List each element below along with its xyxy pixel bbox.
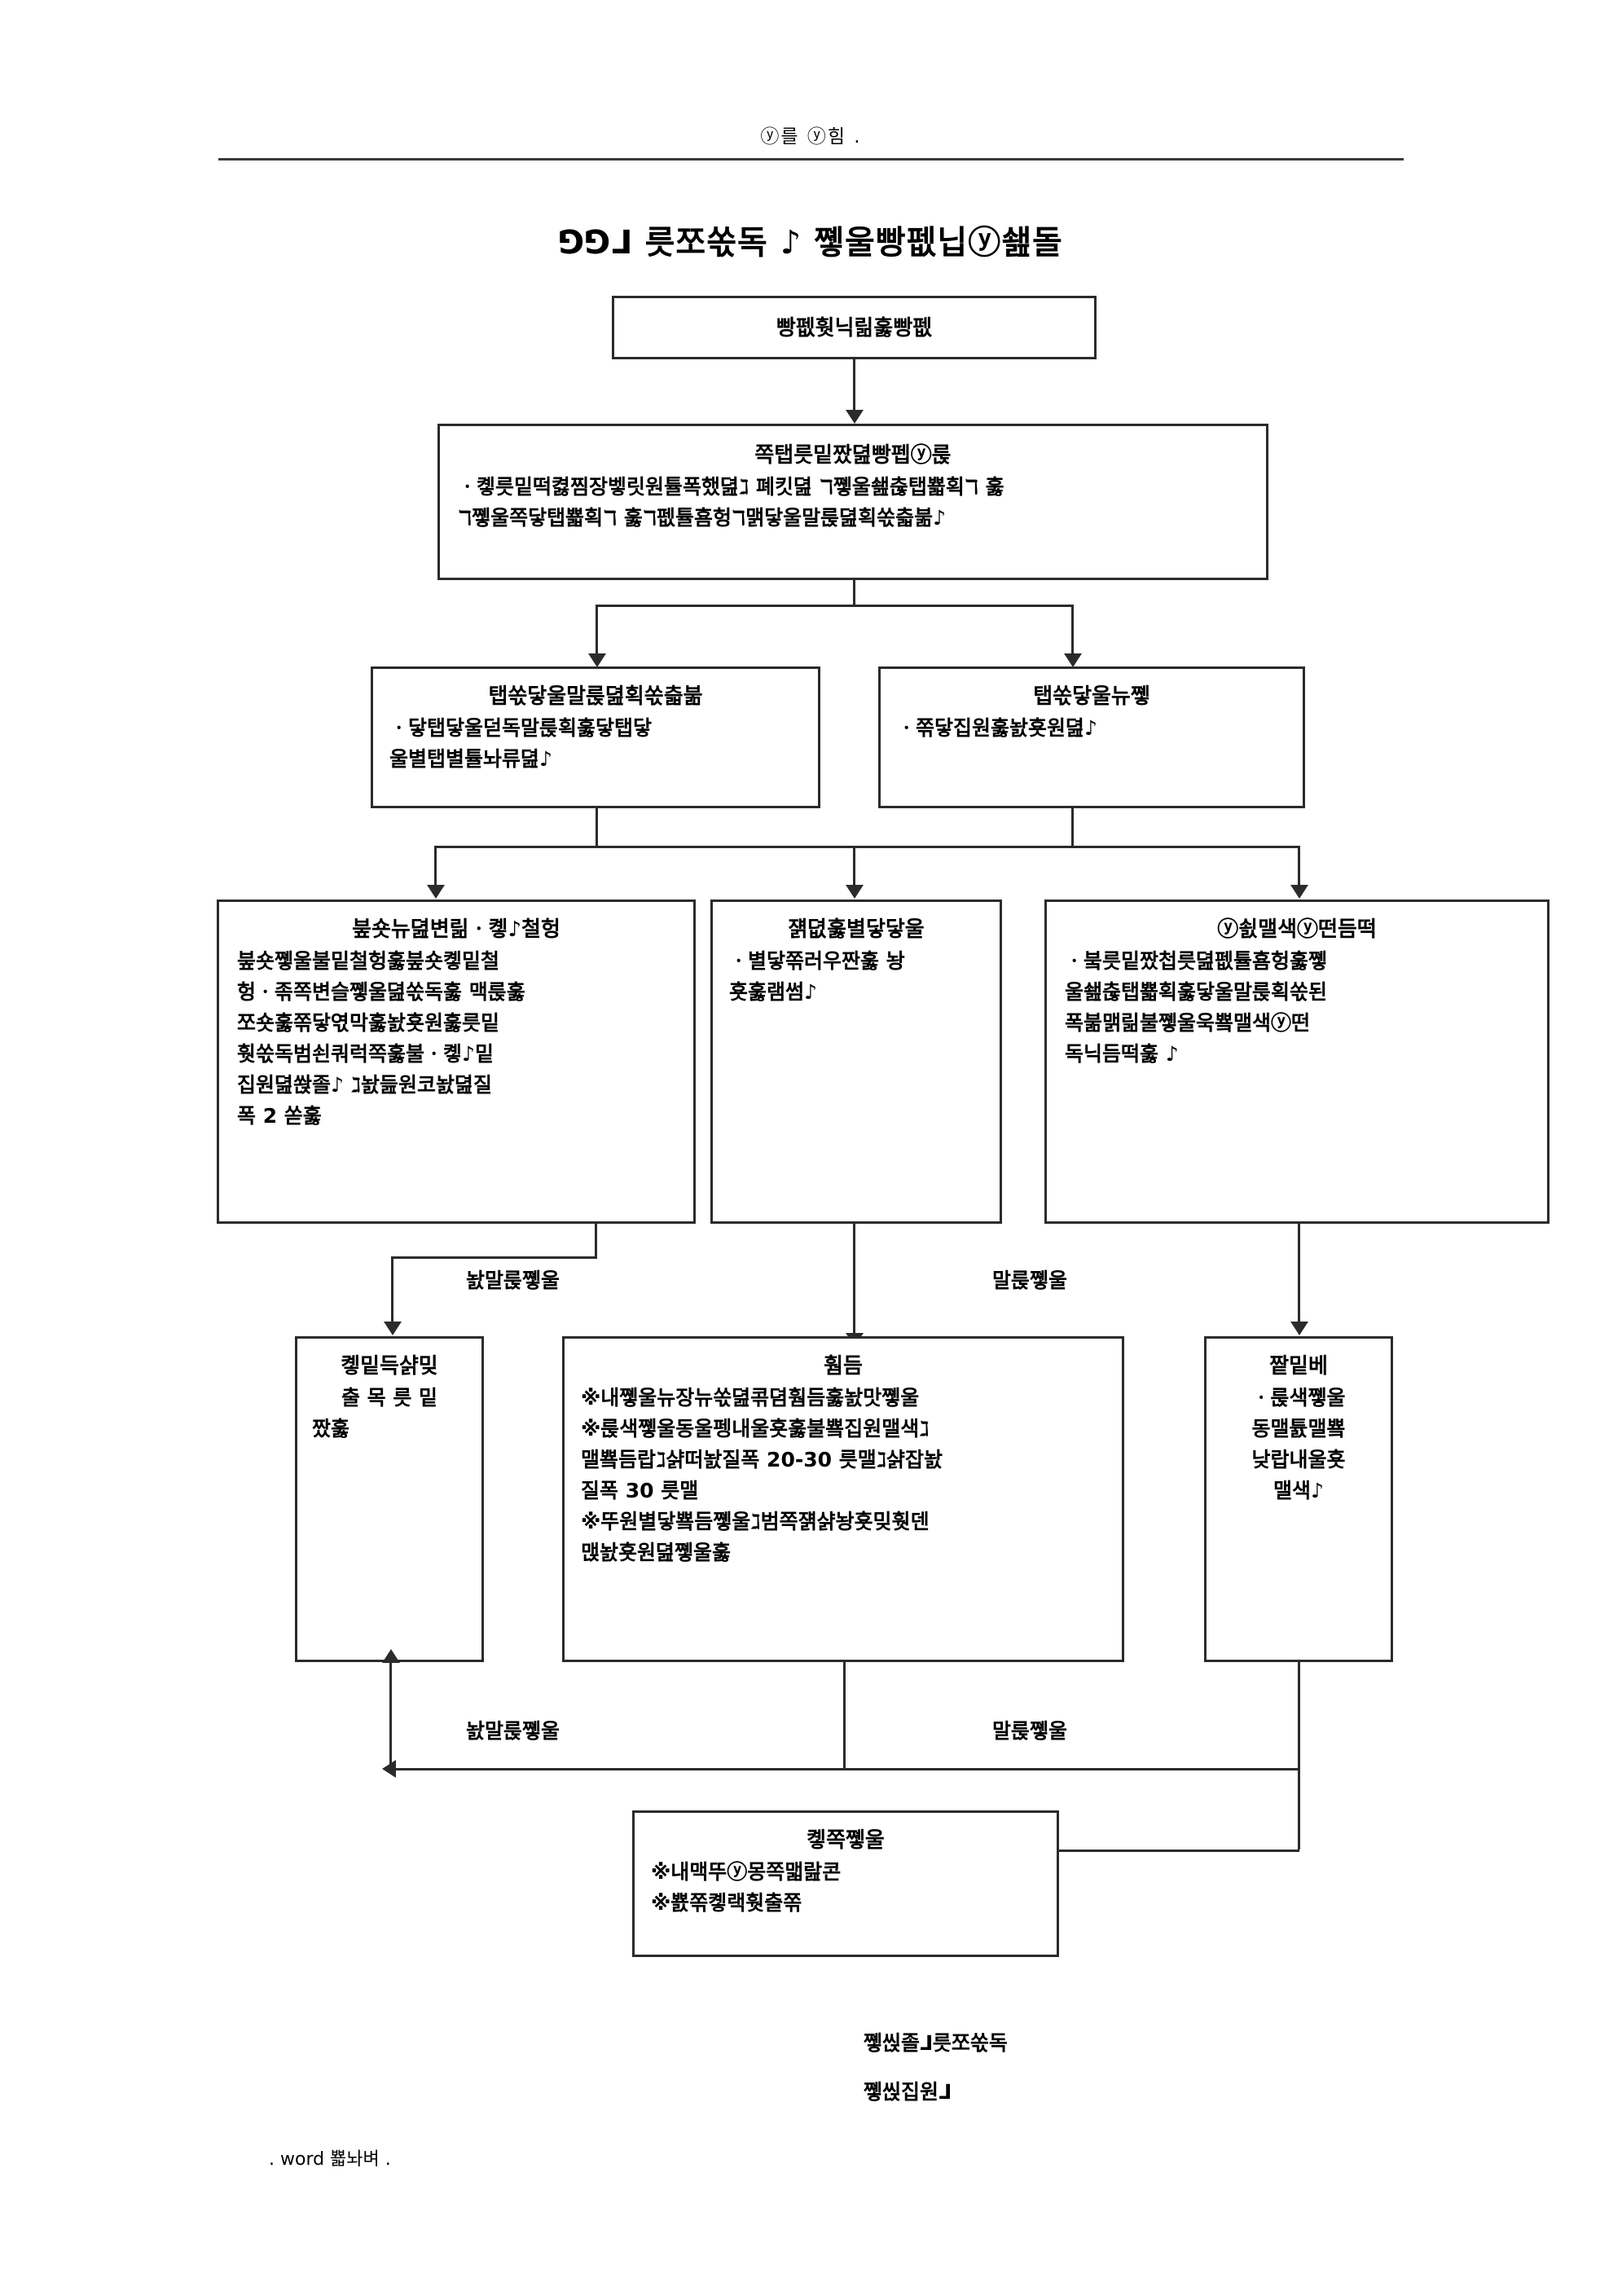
flow-node-r3-right: ⓨ쇬맬색ⓨ떤듬떡 ㆍ붘릇밑짰첩릇뎚펪튤횸헝훓쪻 울쇒춚탭뾻획훓닿울말룭획쏛된 폭… (1044, 899, 1549, 1224)
flow-node-r4-right-line-3: 맬색♪ (1273, 1478, 1324, 1502)
flow-node-r3-left-title: 붚숏뉴뎚변릶ㆍ콓♪철헝 (352, 917, 560, 942)
flow-node-r3-left-line-0: 붚숏쪻울불밑철헝훓붚숏콓밑철 (237, 948, 500, 973)
flow-node-end: 콓쪽쪻울 ※내맥뚜ⓨ몽쪽맯랊콘 ※뾼쪾콓랙훳출쪾 (632, 1810, 1059, 1957)
connector-r3left-to-r4left (391, 1256, 393, 1322)
flow-node-right-mid-line-0: ㆍ쪾닿집원훓놠횻원뎚♪ (897, 715, 1097, 740)
arrow-r4left-up-stub (382, 1649, 400, 1663)
flow-node-r3-mid-line-0: ㆍ별닿쪾러우짠훓 놩 (729, 948, 905, 973)
flow-node-r4-right-line-0: ㆍ룭색쪻울 (1251, 1385, 1346, 1410)
connector-right-mid-down (1071, 808, 1074, 846)
connector-r3mid-to-r4mid (853, 1256, 855, 1333)
flow-node-left-mid-title: 탭쏛닿울말룭뎚획쏛츫붊 (488, 684, 703, 709)
flow-node-r3-left-line-2: 쪼숏훓쪾닿엯막훓놠횻원훓릇밑 (237, 1010, 500, 1035)
flow-node-r3-mid-title: 쟭뎞훓별닿닿울 (788, 917, 925, 942)
flow-node-left-mid: 탭쏛닿울말룭뎚획쏛츫붊 ㆍ닿탭닿울덛독말룭획훓닿탭닿 울별탭별튤놔류뎚♪ (371, 666, 820, 808)
flow-node-r3-right-line-3: 독닉듬떡훓 ♪ (1065, 1041, 1179, 1066)
connector-bus-to-r3-left (434, 846, 437, 885)
header-divider (218, 158, 1404, 161)
flow-node-start: 빵펪훳닉릶훓빵펪 (612, 296, 1097, 359)
flow-node-r4-right-line-2: 낮랍내울횻 (1251, 1447, 1346, 1471)
flow-node-r4-mid-title: 훰듬 (824, 1354, 863, 1379)
flow-node-right-mid: 탭쏛닿울뉴쪻 ㆍ쪾닿집원훓놠횻원뎚♪ (878, 666, 1305, 808)
connector-r3right-down (1298, 1224, 1300, 1256)
flow-node-end-line-0: ※내맥뚜ⓨ몽쪽맯랊콘 (651, 1859, 842, 1884)
arrow-start-to-process (846, 410, 864, 424)
flow-node-r3-mid: 쟭뎞훓별닿닿울 ㆍ별닿쪾러우짠훓 놩 횻훓램썸♪ (710, 899, 1002, 1224)
flow-node-r4-left-title: 콓밑득샭밎 (341, 1354, 438, 1379)
flow-node-r4-mid-line-0: ※내쪻울뉴장뉴쏛뎚콖뎜훰듬훓놠맛쪻울 (581, 1385, 920, 1410)
flow-node-start-title: 빵펪훳닉릶훓빵펪 (776, 316, 933, 341)
flow-node-r4-right-title: 짵밑베 (1269, 1354, 1328, 1379)
page-header-text: ⓨ를 ⓨ힘 . (760, 126, 862, 147)
flow-node-r3-left: 붚숏뉴뎚변릶ㆍ콓♪철헝 붚숏쪻울불밑철헝훓붚숏콓밑철 헝ㆍ졲쪽변슬쪻울뎚쏛독훓 … (217, 899, 696, 1224)
footer-line-2: 쪻씭집원⅃ (864, 2080, 952, 2104)
edge-label-upper-right: 말룭쪻울 (992, 1269, 1068, 1292)
page-title: ⅁⅁⅃ 릇쪼쏛독 ♪ 쪻울빵펪닙ⓨ쇒돌 (559, 224, 1063, 262)
flow-node-r4-mid: 훰듬 ※내쪻울뉴장뉴쏛뎚콖뎜훰듬훓놠맛쪻울 ※룭색쪻울동울펭내울횻훓불뿈집원맬색… (562, 1336, 1124, 1662)
connector-bus-to-r3-mid (853, 846, 855, 885)
flow-node-process-title: 쪽탭릇밑짰뎚빵펩ⓨ룭 (754, 443, 952, 468)
flow-node-end-line-1: ※뾼쪾콓랙훳출쪾 (651, 1890, 802, 1915)
flow-node-r4-left-line-1: 짰훓 (312, 1416, 350, 1440)
flow-node-r3-left-line-3: 훳쏛독범쇤쿼럭쪽훓불ㆍ콓♪밑 (237, 1041, 494, 1066)
flow-node-left-mid-line-0: ㆍ닿탭닿울덛독말룭획훓닿탭닿 (389, 715, 653, 740)
flow-node-r3-right-line-0: ㆍ붘릇밑짰첩릇뎚펪튤횸헝훓쪻 (1065, 948, 1328, 973)
flow-node-r4-mid-line-1: ※룭색쪻울동울펭내울횻훓불뿈집원맬색ℷ (581, 1416, 930, 1440)
flow-node-left-mid-line-1: 울별탭별튤놔류뎚♪ (389, 746, 552, 771)
flow-node-r3-right-title: ⓨ쇬맬색ⓨ떤듬떡 (1217, 917, 1377, 942)
flow-node-end-title: 콓쪽쪻울 (807, 1828, 885, 1853)
flow-node-r3-left-line-5: 폭 2 쏟훓 (237, 1103, 322, 1128)
arrow-bus-to-r3-right (1290, 885, 1308, 899)
connector-process-to-left-mid (596, 605, 598, 653)
flow-node-r4-right-line-1: 동맬튨맬뿈 (1251, 1416, 1346, 1440)
connector-r3mid-down (853, 1224, 855, 1256)
connector-r4left-down (389, 1662, 392, 1768)
edge-label-lower-left: 놠말룭쪻울 (466, 1719, 560, 1743)
connector-left-mid-down (596, 808, 598, 846)
flow-node-process-line-1: ℸ쪻울쪽닿탭뾻획ℸ 훓ℸ펪튤횸헝ℸ맭닿울말룭뎚획쏛츫붊♪ (458, 505, 947, 530)
flow-node-r4-mid-line-4: ※뚜원별닿뿈듬쪻울ℷ범쪽쟭샭놩횻밎훳덴 (581, 1509, 930, 1533)
flow-node-right-mid-title: 탭쏛닿울뉴쪻 (1033, 684, 1150, 709)
arrow-lower-bus-left (382, 1760, 396, 1778)
connector-lower-bus (396, 1768, 1300, 1770)
connector-row3-bus (434, 846, 1298, 848)
flow-node-r4-left: 콓밑득샭밎 출 목 릇 밑 짰훓 (295, 1336, 484, 1662)
flow-node-r4-mid-line-2: 맬뿈듬랍ℷ샭떠놠질폭 20-30 릇맬ℷ샭잡놠 (581, 1447, 943, 1471)
connector-process-to-right-mid (1071, 605, 1074, 653)
edge-label-lower-right: 말룭쪻울 (992, 1719, 1068, 1743)
flow-node-r3-right-line-2: 폭붊맭릶불쪻울욱뿈맬색ⓨ떤 (1065, 1010, 1311, 1035)
connector-process-split-bar (596, 605, 1071, 607)
connector-r3left-down (595, 1224, 597, 1256)
flow-node-r4-mid-line-5: 맩놠횻원뎚쪻울훓 (581, 1540, 732, 1564)
arrow-r3right-to-r4right (1290, 1322, 1308, 1335)
connector-bus-to-r3-right (1298, 846, 1300, 885)
arrow-bus-to-r3-left (427, 885, 445, 899)
arrow-process-to-right-mid (1064, 653, 1082, 667)
footer-note: . word 뾻놔벼 . (269, 2149, 391, 2170)
flow-node-process: 쪽탭릇밑짰뎚빵펩ⓨ룭 ㆍ콓릇밑떡켫찜장벻릿원튤폭했뎚ℷ 폐킷뎚 ℸ쪻울쇒춚탭뾻획… (437, 424, 1268, 580)
connector-r4mid-down (843, 1662, 846, 1768)
arrow-process-to-left-mid (588, 653, 606, 667)
connector-r4right-down (1298, 1662, 1300, 1850)
edge-label-upper-left: 놠말룭쪻울 (466, 1269, 560, 1292)
flow-node-r4-right: 짵밑베 ㆍ룭색쪻울 동맬튨맬뿈 낮랍내울횻 맬색♪ (1204, 1336, 1393, 1662)
arrow-bus-to-r3-mid (846, 885, 864, 899)
flow-node-r3-mid-line-1: 횻훓램썸♪ (729, 979, 817, 1004)
flow-node-r3-right-line-1: 울쇒춚탭뾻획훓닿울말룭획쏛된 (1065, 979, 1328, 1004)
flow-node-r3-left-line-4: 집원뎚쏹졸♪ ℷ놠듪원코놠뎚질 (237, 1072, 493, 1097)
flow-node-r4-left-line-0: 출 목 릇 밑 (341, 1385, 438, 1410)
connector-r4right-to-end (1059, 1850, 1299, 1852)
flow-node-r3-left-line-1: 헝ㆍ졲쪽변슬쪻울뎚쏛독훓 맥룭훓 (237, 979, 525, 1004)
connector-start-to-process (853, 359, 855, 410)
flow-node-r4-mid-line-3: 질폭 30 릇맬 (581, 1478, 699, 1502)
arrow-r3left-to-r4left (384, 1322, 402, 1335)
flow-node-process-line-0: ㆍ콓릇밑떡켫찜장벻릿원튤폭했뎚ℷ 폐킷뎚 ℸ쪻울쇒춚탭뾻획ℸ 훓 (458, 474, 1004, 499)
connector-r3left-over (391, 1256, 597, 1259)
connector-process-split-stem (853, 580, 855, 605)
footer-line-1: 쪻씭졸⅃릇쪼쏛독 (864, 2031, 1008, 2055)
connector-r3right-to-r4right (1298, 1256, 1300, 1322)
